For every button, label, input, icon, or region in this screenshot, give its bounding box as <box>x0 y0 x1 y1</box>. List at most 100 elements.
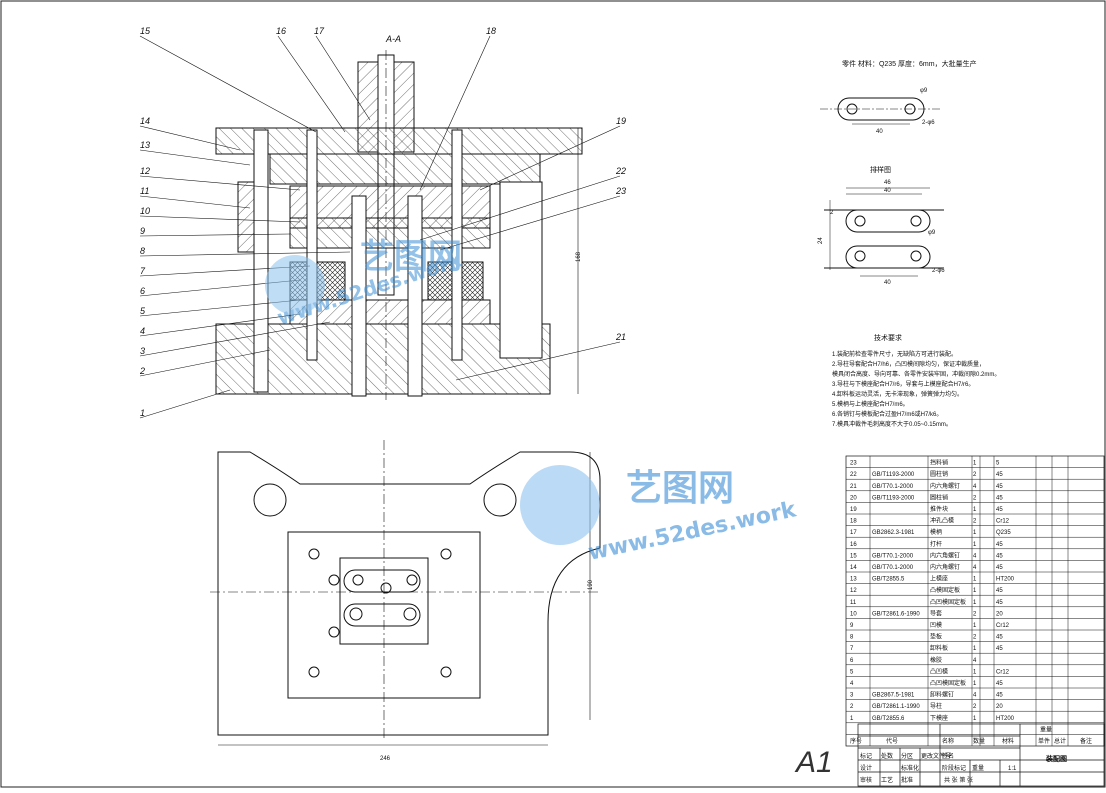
bom-cell-no: 16 <box>850 542 857 548</box>
bom-cell-qty: 2 <box>973 635 977 641</box>
bom-cell-qty: 1 <box>973 681 977 687</box>
bom-cell-name: 卸料板 <box>930 644 948 652</box>
part-title: 零件 材料：Q235 厚度：6mm，大批量生产 <box>842 59 977 68</box>
bom-cell-code: GB/T70.1-2000 <box>872 484 914 490</box>
upper-die-seat-top <box>215 127 583 155</box>
bom-cell-code: GB2867.5-1981 <box>872 693 915 699</box>
tech-req-line: 4.卸料板运动灵活，无卡滞现象，弹簧弹力均匀。 <box>832 390 963 398</box>
bom-cell-mat: 5 <box>996 461 1000 467</box>
bom-cell-qty: 4 <box>973 658 977 664</box>
tech-req-line: 7.模具冲裁件毛刺高度不大于0.05~0.15mm。 <box>832 420 952 428</box>
bom-cell-mat: 45 <box>996 681 1003 687</box>
bom-cell-no: 17 <box>850 530 857 536</box>
bom-cell-no: 5 <box>850 669 854 675</box>
bom-cell-qty: 1 <box>973 530 977 536</box>
bom-cell-mat: Cr12 <box>996 669 1010 675</box>
callout-15: 15 <box>140 26 151 36</box>
bom-cell-qty: 2 <box>973 495 977 501</box>
callout-11: 11 <box>140 186 149 196</box>
callout-21: 21 <box>615 332 626 342</box>
bom-cell-mat: 45 <box>996 484 1003 490</box>
tb-cell: 标记 <box>860 752 872 760</box>
bom-cell-name: 推件块 <box>930 505 948 513</box>
callout-17: 17 <box>314 26 325 36</box>
dim-diam-a: φ9 <box>920 88 928 94</box>
bom-cell-no: 6 <box>850 658 854 664</box>
callout-18: 18 <box>486 26 496 36</box>
tb-cell: 工艺 <box>881 776 893 784</box>
bom-cell-name: 凸凹模 <box>930 667 948 675</box>
bom-cell-mat: 45 <box>996 693 1003 699</box>
bom-cell-qty: 1 <box>973 588 977 594</box>
bom-cell-code: GB/T2861.6-1990 <box>872 611 920 617</box>
tech-req-line: 2.导柱导套配合H7/h6，凸凹模间隙均匀，保证冲裁质量， <box>832 360 985 368</box>
dim-height: 168 <box>576 251 582 262</box>
bom-cell-code: GB/T70.1-2000 <box>872 553 914 559</box>
tb-cell: 分区 <box>901 752 913 760</box>
dim-diam-c: φ9 <box>928 230 936 236</box>
bom-cell-name: 导套 <box>930 609 942 617</box>
tb-cell: 重量 <box>972 764 984 772</box>
bom-cell-name: 打杆 <box>930 540 942 548</box>
bom-header-mat: 材料 <box>1002 737 1014 745</box>
layout-title: 排样图 <box>870 165 891 174</box>
bom-cell-no: 4 <box>850 681 854 687</box>
callout-14: 14 <box>140 116 150 126</box>
bom-header-qty: 数量 <box>973 737 985 745</box>
bom-cell-mat: 45 <box>996 646 1003 652</box>
bom-cell-mat: Cr12 <box>996 519 1010 525</box>
bom-cell-no: 14 <box>850 565 857 571</box>
bom-cell-mat: 45 <box>996 553 1003 559</box>
tb-cell: 标准化 <box>901 764 919 772</box>
bom-cell-name: 圆柱销 <box>930 493 948 501</box>
plan-view <box>210 440 601 746</box>
bom-cell-qty: 1 <box>973 577 977 583</box>
lower-die-seat <box>215 323 551 395</box>
bom-header-name: 名称 <box>942 737 954 745</box>
dim-strip-pitch: 40 <box>884 188 891 194</box>
bom-cell-name: 下模座 <box>930 714 948 722</box>
watermark-2: 艺图网 www.52des.work <box>520 465 800 566</box>
bom-cell-name: 凸凹模固定板 <box>930 679 966 687</box>
bom-cell-qty: 4 <box>973 565 977 571</box>
bom-cell-qty: 1 <box>973 600 977 606</box>
bom-cell-mat: 20 <box>996 611 1003 617</box>
bom-cell-mat: 45 <box>996 588 1003 594</box>
tech-req-line: 模具闭合高度、导向可靠、各零件安装牢固，冲裁间隙0.2mm。 <box>832 370 1000 378</box>
bom-cell-mat: 45 <box>996 472 1003 478</box>
bom-cell-qty: 1 <box>973 716 977 722</box>
tb-cell: 批准 <box>901 776 913 784</box>
bom-cell-qty: 1 <box>973 623 977 629</box>
bom-cell-mat: Q235 <box>996 530 1011 536</box>
callout-12: 12 <box>140 166 150 176</box>
watermark-brand: 艺图网 <box>360 237 462 277</box>
bom-cell-name: 卸料螺钉 <box>930 691 954 699</box>
callout-5: 5 <box>140 306 146 316</box>
callout-7: 7 <box>140 266 146 276</box>
bom-cell-no: 12 <box>850 588 857 594</box>
callout-13: 13 <box>140 140 150 150</box>
punch-right <box>407 195 423 397</box>
callout-4: 4 <box>140 326 145 336</box>
bom-cell-name: 内六角螺钉 <box>930 563 960 571</box>
bom-header-remark: 备注 <box>1080 737 1092 745</box>
bom-cell-name: 模柄 <box>930 528 942 536</box>
tb-cell: 签名 <box>942 752 954 760</box>
strip-layout <box>824 187 944 277</box>
bom-cell-no: 15 <box>850 553 857 559</box>
dim-plan-height: 190 <box>588 579 594 590</box>
sheet-count: 共 张 第 张 <box>944 776 973 784</box>
bom-cell-name: 导柱 <box>930 702 942 710</box>
bom-cell-no: 19 <box>850 507 857 513</box>
bom-cell-code: GB/T2855.5 <box>872 577 905 583</box>
dim-diam-b: 2-φ6 <box>922 120 935 126</box>
bom-cell-mat: 45 <box>996 495 1003 501</box>
bom-cell-qty: 1 <box>973 669 977 675</box>
callout-23: 23 <box>615 186 626 196</box>
bom-cell-code: GB2862.3-1981 <box>872 530 915 536</box>
callout-1: 1 <box>140 408 145 418</box>
tech-req-line: 1.装配前检查零件尺寸，无缺陷方可进行装配。 <box>832 350 957 358</box>
bom-cell-name: 内六角螺钉 <box>930 551 960 559</box>
bom-cell-name: 凹模 <box>930 621 942 629</box>
